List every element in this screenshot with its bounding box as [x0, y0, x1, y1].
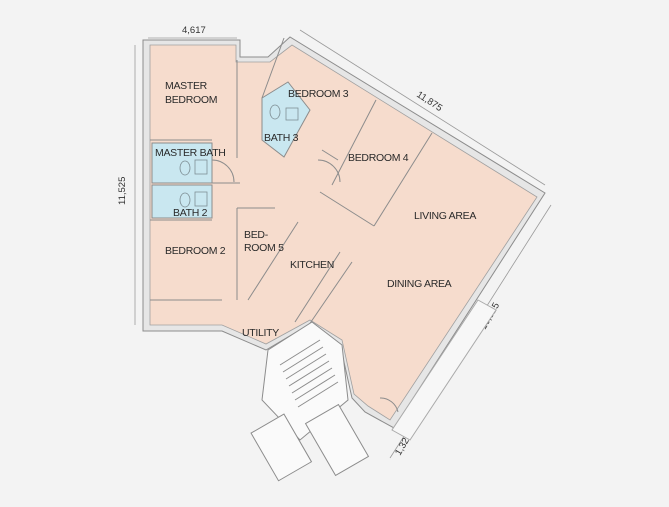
bath-2-area — [151, 184, 213, 219]
label-dining-area: DINING AREA — [387, 278, 452, 290]
label-bedroom-3: BEDROOM 3 — [288, 88, 349, 100]
dimension-left-height: 11,525 — [117, 177, 128, 205]
floor-area — [149, 44, 538, 421]
label-master-bedroom: MASTER — [165, 80, 208, 92]
label-bedroom-2: BEDROOM 2 — [165, 245, 226, 257]
balcony — [391, 299, 497, 441]
bath-fixtures — [179, 104, 299, 208]
dimension-top-width: 4,617 — [182, 25, 206, 36]
label-master-bedroom-2: BEDROOM — [165, 94, 217, 106]
label-bedroom-5: BED- — [244, 229, 269, 241]
dimension-diagonal-top: 11,875 — [414, 89, 444, 114]
label-master-bath: MASTER BATH — [155, 147, 226, 159]
label-kitchen: KITCHEN — [290, 259, 334, 271]
stairwell — [250, 321, 370, 482]
interior-walls — [150, 37, 433, 413]
label-bedroom-5-2: ROOM 5 — [244, 242, 284, 254]
label-bath-3: BATH 3 — [264, 132, 299, 144]
label-bedroom-4: BEDROOM 4 — [348, 152, 409, 164]
label-utility: UTILITY — [242, 327, 279, 339]
label-bath-2: BATH 2 — [173, 207, 208, 219]
label-living-area: LIVING AREA — [414, 210, 476, 222]
